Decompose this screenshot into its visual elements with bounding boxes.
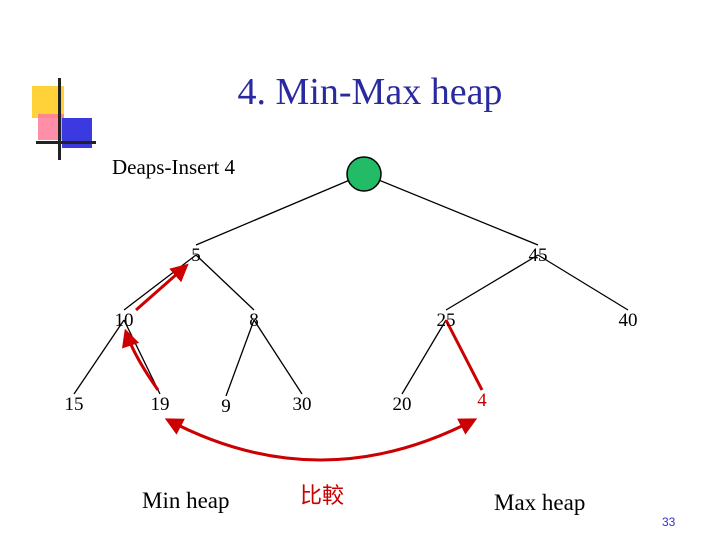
edge-root-n5 bbox=[195, 173, 365, 246]
min-heap-caption: Min heap bbox=[142, 488, 230, 513]
root-node bbox=[346, 156, 382, 192]
logo-horizontal-line bbox=[36, 141, 96, 144]
compare-label: 比較 bbox=[300, 484, 345, 509]
tree-nodes: 5 45 10 8 25 40 15 19 9 30 20 4 bbox=[65, 156, 638, 417]
edge-n10-n15 bbox=[73, 319, 125, 395]
node-20: 20 bbox=[393, 394, 412, 415]
slide-title: 4. Min-Max heap bbox=[237, 71, 503, 113]
edge-n8-n30 bbox=[253, 319, 303, 395]
node-9: 9 bbox=[221, 396, 231, 417]
node-40: 40 bbox=[619, 310, 638, 331]
page-number: 33 bbox=[662, 515, 676, 529]
tree-edges bbox=[73, 173, 629, 397]
edge-n25-n20 bbox=[401, 319, 447, 395]
arrow-n10-n5 bbox=[135, 263, 189, 312]
decorative-logo bbox=[32, 78, 102, 163]
node-5: 5 bbox=[191, 245, 201, 266]
edge-root-n45 bbox=[363, 173, 539, 246]
arrow-n19-n4 bbox=[164, 418, 478, 462]
node-25: 25 bbox=[437, 310, 456, 331]
node-8: 8 bbox=[249, 310, 259, 331]
node-19: 19 bbox=[151, 394, 170, 415]
edge-n25-n4 bbox=[444, 319, 484, 391]
node-45: 45 bbox=[529, 245, 548, 266]
node-4: 4 bbox=[477, 390, 487, 411]
node-10: 10 bbox=[115, 310, 134, 331]
edge-n5-n8 bbox=[195, 254, 255, 311]
arrow-n19-n10 bbox=[122, 328, 160, 391]
comparison-arrows bbox=[122, 263, 478, 462]
node-30: 30 bbox=[293, 394, 312, 415]
edge-n45-n40 bbox=[537, 254, 629, 311]
edge-n5-n10 bbox=[123, 254, 197, 311]
edge-n45-n25 bbox=[445, 254, 539, 311]
node-15: 15 bbox=[65, 394, 84, 415]
logo-vertical-line bbox=[58, 78, 61, 160]
slide-subtitle: Deaps-Insert 4 bbox=[112, 155, 236, 179]
max-heap-caption: Max heap bbox=[494, 490, 586, 515]
edge-n8-n9 bbox=[225, 319, 255, 397]
